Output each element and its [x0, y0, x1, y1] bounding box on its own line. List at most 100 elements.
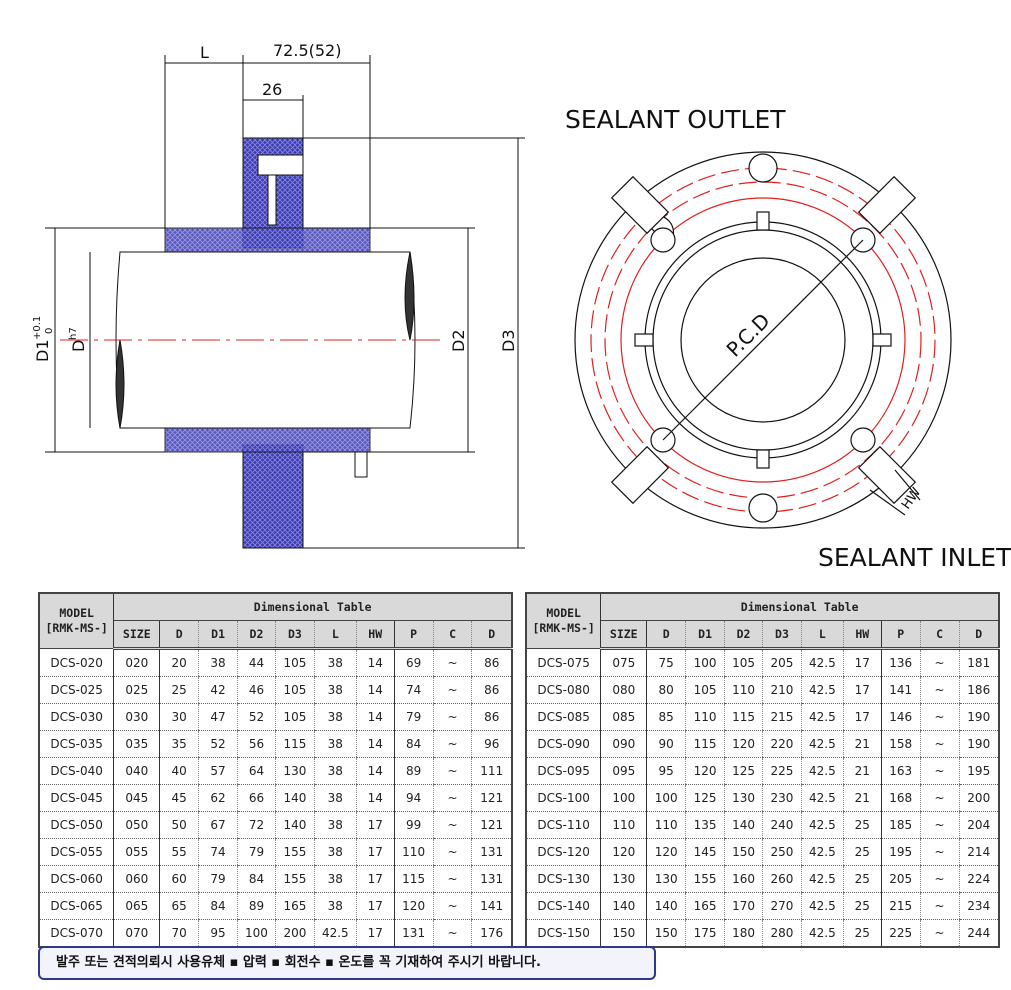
table-cell: 46: [237, 676, 276, 704]
column-header: P: [393, 620, 434, 650]
table-cell: 100: [685, 648, 725, 677]
table-cell: ~: [432, 784, 472, 812]
table-cell: 195: [958, 757, 999, 785]
table-cell: 105: [685, 676, 725, 704]
column-header: D1: [198, 620, 238, 650]
table-cell: DCS-095: [526, 757, 601, 785]
table-cell: ~: [919, 865, 959, 893]
table-cell: 84: [393, 730, 434, 758]
table-cell: 79: [393, 703, 434, 731]
table-cell: 025: [113, 676, 160, 704]
table-cell: 25: [842, 838, 882, 866]
table-cell: 38: [313, 730, 357, 758]
table-cell: 020: [113, 648, 160, 677]
front-view: [574, 151, 952, 529]
table-cell: 140: [274, 784, 315, 812]
table-cell: ~: [919, 784, 959, 812]
table-cell: 25: [842, 811, 882, 839]
table-cell: 38: [313, 784, 357, 812]
table-cell: 35: [159, 730, 199, 758]
table-cell: 100: [600, 784, 647, 812]
table-cell: 25: [159, 676, 199, 704]
table-cell: 14: [355, 648, 395, 677]
table-cell: 38: [313, 892, 357, 920]
table-cell: ~: [919, 757, 959, 785]
table-cell: ~: [919, 838, 959, 866]
table-cell: ~: [919, 730, 959, 758]
table-cell: 110: [646, 811, 686, 839]
table-cell: 140: [600, 892, 647, 920]
column-header: D2: [237, 620, 276, 650]
table-cell: 14: [355, 703, 395, 731]
table-cell: 67: [198, 811, 238, 839]
table-cell: 150: [646, 919, 686, 948]
table-cell: 42.5: [800, 919, 844, 948]
table-cell: 185: [880, 811, 921, 839]
table-cell: 141: [880, 676, 921, 704]
table-cell: 150: [724, 838, 763, 866]
table-cell: 14: [355, 676, 395, 704]
dim-D1-tol-lower: 0: [44, 328, 55, 334]
table-cell: 200: [958, 784, 999, 812]
table-cell: 085: [600, 703, 647, 731]
table-cell: 115: [274, 730, 315, 758]
table-cell: 140: [646, 892, 686, 920]
table-cell: 075: [600, 648, 647, 677]
table-cell: 190: [958, 730, 999, 758]
table-cell: ~: [919, 703, 959, 731]
table-cell: 234: [958, 892, 999, 920]
table-cell: 38: [313, 811, 357, 839]
table-cell: 220: [761, 730, 802, 758]
table-cell: 145: [685, 838, 725, 866]
table-cell: ~: [919, 648, 959, 677]
table-cell: 130: [646, 865, 686, 893]
table-cell: 95: [646, 757, 686, 785]
table-cell: 74: [393, 676, 434, 704]
table-cell: ~: [432, 865, 472, 893]
table-cell: 131: [393, 919, 434, 948]
table-cell: 070: [113, 919, 160, 948]
table-cell: 47: [198, 703, 238, 731]
table-cell: 21: [842, 730, 882, 758]
table-cell: 115: [685, 730, 725, 758]
table-cell: 17: [355, 919, 395, 948]
sealant-inlet-label: SEALANT INLET: [818, 543, 1011, 572]
table-cell: 42.5: [800, 892, 844, 920]
table-cell: 110: [600, 811, 647, 839]
column-header: C: [919, 620, 959, 650]
table-cell: 120: [393, 892, 434, 920]
table-cell: 111: [471, 757, 512, 785]
table-cell: 130: [600, 865, 647, 893]
model-header-label: MODEL: [59, 606, 94, 620]
table-cell: 121: [471, 784, 512, 812]
table-cell: 160: [724, 865, 763, 893]
table-cell: 225: [761, 757, 802, 785]
table-cell: 17: [842, 703, 882, 731]
table-cell: 215: [761, 703, 802, 731]
column-header: L: [313, 620, 357, 650]
table-cell: DCS-065: [39, 892, 114, 920]
table-cell: 42.5: [800, 838, 844, 866]
table-cell: DCS-035: [39, 730, 114, 758]
table-cell: 44: [237, 648, 276, 677]
table-cell: 120: [724, 730, 763, 758]
table-cell: 64: [237, 757, 276, 785]
table-cell: 20: [159, 648, 199, 677]
table-cell: ~: [432, 730, 472, 758]
table-cell: DCS-120: [526, 838, 601, 866]
table-cell: 42.5: [800, 676, 844, 704]
table-cell: 120: [646, 838, 686, 866]
dim-total-label: 72.5(52): [273, 41, 341, 60]
table-cell: 14: [355, 757, 395, 785]
table-cell: 250: [761, 838, 802, 866]
model-sub-label: [RMK-MS-]: [45, 621, 108, 635]
table-cell: ~: [919, 676, 959, 704]
table-cell: 165: [274, 892, 315, 920]
